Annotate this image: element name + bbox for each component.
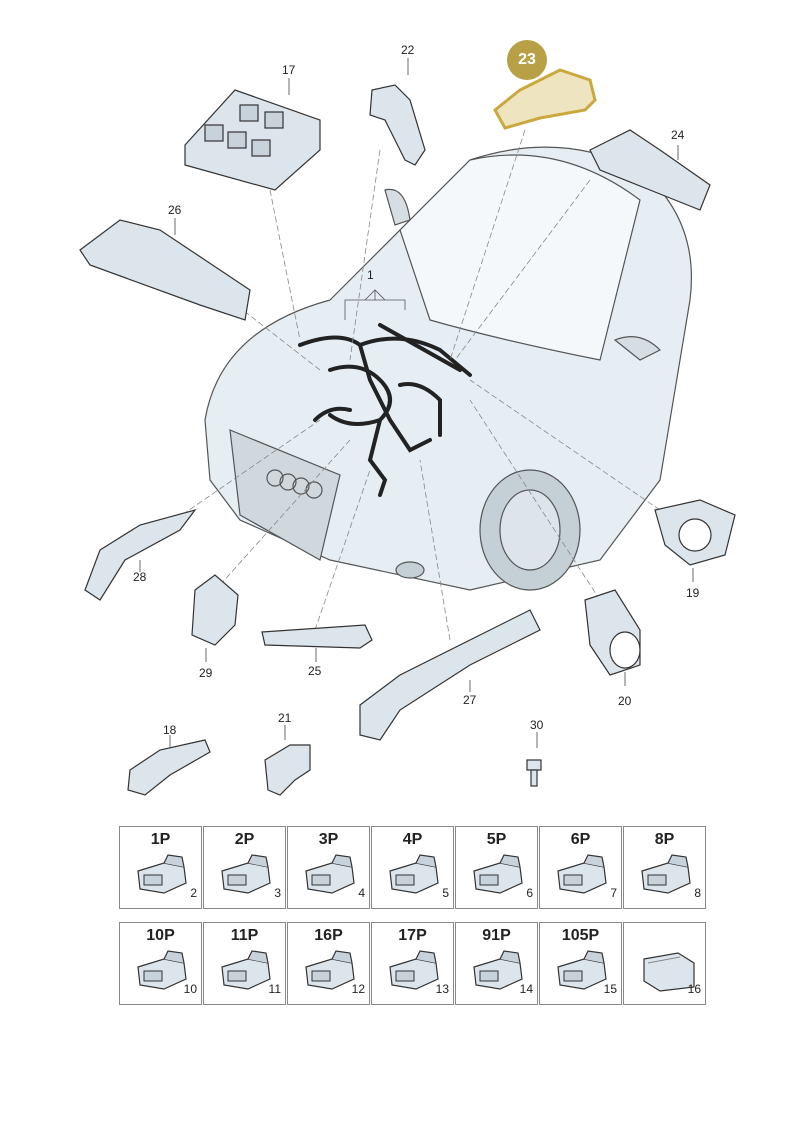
part-19-seal bbox=[654, 499, 736, 566]
callout-24: 24 bbox=[671, 128, 685, 142]
connector-pin-count: 2P bbox=[234, 831, 255, 848]
connector-pin-count: 8P bbox=[654, 831, 675, 848]
callout-19: 19 bbox=[686, 586, 700, 600]
connector-part-number: 15 bbox=[603, 982, 617, 996]
connector-icon bbox=[305, 854, 355, 894]
connector-part-number: 10 bbox=[183, 982, 197, 996]
connector-cell-part-3[interactable]: 2P 3 bbox=[203, 826, 286, 909]
connector-cell-part-8[interactable]: 8P 8 bbox=[623, 826, 706, 909]
highlight-badge-23[interactable]: 23 bbox=[507, 40, 547, 80]
connector-pin-count: 16P bbox=[314, 927, 343, 944]
connector-grid-row-2: 10P 10 11P 11 16P 12 17P 13 91P 14 105P 15 16 bbox=[119, 922, 707, 1005]
callout-27: 27 bbox=[463, 693, 477, 707]
connector-part-number: 4 bbox=[358, 886, 365, 900]
part-23-highlighted-cover bbox=[493, 68, 597, 130]
part-18-grommet bbox=[127, 739, 211, 796]
callout-1: 1 bbox=[367, 268, 374, 282]
callout-28: 28 bbox=[133, 570, 147, 584]
connector-icon bbox=[305, 950, 355, 990]
callout-17: 17 bbox=[282, 63, 296, 77]
callout-29: 29 bbox=[199, 666, 213, 680]
connector-cell-part-7[interactable]: 6P 7 bbox=[539, 826, 622, 909]
connector-icon bbox=[473, 854, 523, 894]
connector-part-number: 3 bbox=[274, 886, 281, 900]
connector-cell-part-15[interactable]: 105P 15 bbox=[539, 922, 622, 1005]
connector-part-number: 13 bbox=[435, 982, 449, 996]
connector-pin-count: 10P bbox=[146, 927, 175, 944]
part-26-cable-duct bbox=[79, 219, 251, 321]
connector-cell-part-14[interactable]: 91P 14 bbox=[455, 922, 538, 1005]
callout-ticks bbox=[139, 58, 694, 748]
part-17-relay-carrier bbox=[184, 89, 321, 191]
connector-cell-part-2[interactable]: 1P 2 bbox=[119, 826, 202, 909]
connector-icon bbox=[137, 854, 187, 894]
connector-part-number: 6 bbox=[526, 886, 533, 900]
callout-18: 18 bbox=[163, 723, 177, 737]
connector-part-number: 2 bbox=[190, 886, 197, 900]
part-20-grommet bbox=[584, 589, 641, 676]
connector-part-number: 11 bbox=[268, 982, 281, 996]
part-24-cover bbox=[589, 129, 711, 211]
connector-part-number: 12 bbox=[351, 982, 365, 996]
connector-pin-count: 5P bbox=[486, 831, 507, 848]
connector-part-number: 5 bbox=[442, 886, 449, 900]
connector-pin-count: 17P bbox=[398, 927, 427, 944]
car-illustration bbox=[204, 146, 693, 591]
connector-icon bbox=[389, 854, 439, 894]
callout-22: 22 bbox=[401, 43, 415, 57]
connector-part-number: 16 bbox=[687, 982, 701, 996]
callout-30: 30 bbox=[530, 718, 544, 732]
connector-cell-part-11[interactable]: 11P 11 bbox=[203, 922, 286, 1005]
connector-cell-part-4[interactable]: 3P 4 bbox=[287, 826, 370, 909]
connector-pin-count: 3P bbox=[318, 831, 339, 848]
part-29-holder bbox=[191, 574, 239, 646]
part-27-cable-duct bbox=[359, 609, 541, 741]
connector-icon bbox=[389, 950, 439, 990]
connector-cell-part-13[interactable]: 17P 13 bbox=[371, 922, 454, 1005]
callout-25: 25 bbox=[308, 664, 322, 678]
connector-icon bbox=[557, 950, 607, 990]
connector-icon bbox=[221, 854, 271, 894]
callout-21: 21 bbox=[278, 711, 292, 725]
callout-20: 20 bbox=[618, 694, 632, 708]
callout-26: 26 bbox=[168, 203, 182, 217]
part-22-grommet bbox=[369, 84, 426, 166]
connector-icon bbox=[641, 854, 691, 894]
connector-pin-count: 11P bbox=[230, 927, 259, 944]
connector-pin-count: 4P bbox=[402, 831, 423, 848]
connector-pin-count: 6P bbox=[570, 831, 591, 848]
connector-part-number: 8 bbox=[694, 886, 701, 900]
part1-bracket bbox=[344, 289, 406, 320]
connector-icon bbox=[221, 950, 271, 990]
connector-cell-part-16[interactable]: 16 bbox=[623, 922, 706, 1005]
connector-grid-row-1: 1P 2 2P 3 3P 4 4P 5 5P 6 6P 7 8P 8 bbox=[119, 826, 707, 909]
connector-icon bbox=[137, 950, 187, 990]
control-module-icon bbox=[643, 952, 695, 992]
connector-icon bbox=[473, 950, 523, 990]
part-21-bracket bbox=[264, 744, 311, 796]
part-30-screw bbox=[526, 759, 542, 787]
connector-cell-part-10[interactable]: 10P 10 bbox=[119, 922, 202, 1005]
connector-icon bbox=[557, 854, 607, 894]
connector-cell-part-5[interactable]: 4P 5 bbox=[371, 826, 454, 909]
connector-pin-count: 91P bbox=[482, 927, 511, 944]
connector-cell-part-6[interactable]: 5P 6 bbox=[455, 826, 538, 909]
part-25-rail bbox=[261, 624, 373, 649]
connector-part-number: 14 bbox=[519, 982, 533, 996]
connector-cell-part-12[interactable]: 16P 12 bbox=[287, 922, 370, 1005]
wiring-harness bbox=[298, 323, 472, 497]
connector-part-number: 7 bbox=[610, 886, 617, 900]
connector-pin-count: 1P bbox=[150, 831, 171, 848]
part-28-bracket bbox=[84, 508, 197, 601]
connector-pin-count: 105P bbox=[561, 927, 600, 944]
